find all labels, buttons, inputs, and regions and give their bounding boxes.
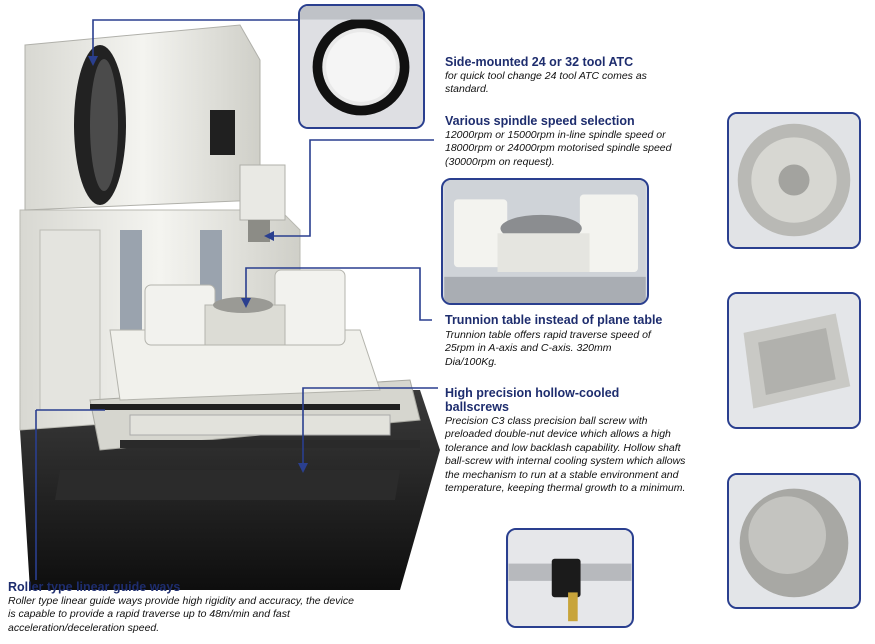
mold-part-photo	[727, 292, 861, 429]
spindle-title: Various spindle speed selection	[445, 114, 635, 128]
trunnion-title: Trunnion table instead of plane table	[445, 313, 663, 327]
machining-center-illustration	[19, 24, 440, 590]
trunnion-description: Trunnion table offers rapid traverse spe…	[445, 329, 651, 368]
atc-description: for quick tool change 24 tool ATC comes …	[445, 70, 647, 96]
impeller-part-photo	[727, 112, 861, 249]
ballscrew-photo	[506, 528, 634, 628]
ballscrew-description: Precision C3 class precision ball screw …	[445, 415, 686, 495]
atc-photo	[298, 4, 425, 129]
spindle-description: 12000rpm or 15000rpm in-line spindle spe…	[445, 129, 672, 168]
atc-title: Side-mounted 24 or 32 tool ATC	[445, 55, 634, 69]
guideways-title: Roller type linear guide ways	[8, 580, 181, 594]
sphere-part-photo	[727, 473, 861, 609]
trunnion-photo	[441, 178, 649, 305]
guideways-description: Roller type linear guide ways provide hi…	[8, 595, 354, 634]
ballscrew-title: High precision hollow-cooled ballscrews	[445, 386, 620, 414]
